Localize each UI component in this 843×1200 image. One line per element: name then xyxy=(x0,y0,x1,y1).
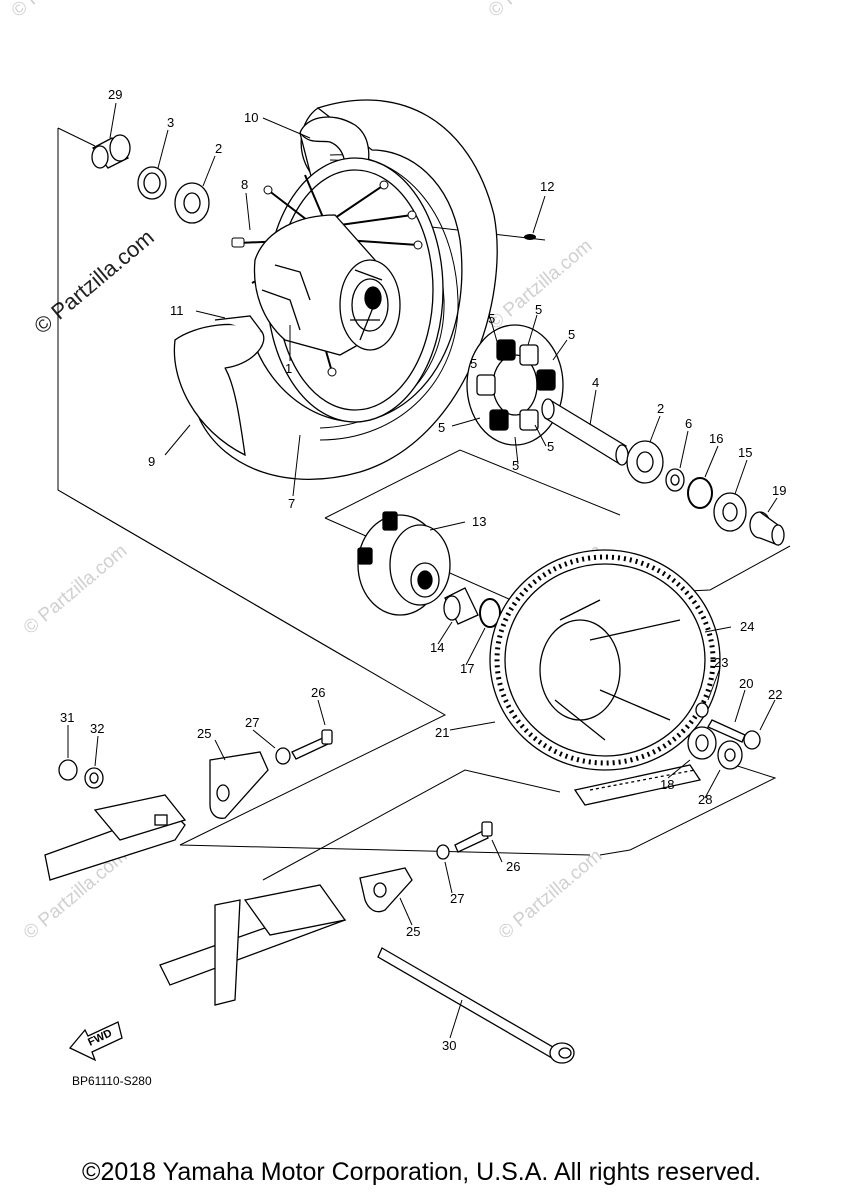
callout-17: 17 xyxy=(460,661,474,676)
callout-5: 5 xyxy=(438,420,445,435)
valve-12 xyxy=(524,234,536,240)
clutch-hub-13 xyxy=(357,511,451,616)
bolt-26-top xyxy=(291,729,333,760)
callout-22: 22 xyxy=(768,687,782,702)
leader-lines xyxy=(67,102,778,1039)
bearing-15 xyxy=(713,492,747,532)
rear-pulley-21 xyxy=(489,549,721,771)
callout-26: 26 xyxy=(506,859,520,874)
collar-4 xyxy=(541,398,629,466)
rim-band-cutaway xyxy=(173,315,265,457)
adjuster-plate-25-bottom xyxy=(359,867,413,913)
callout-23: 23 xyxy=(714,655,728,670)
nut-31 xyxy=(58,759,78,781)
wheel-hub xyxy=(253,214,401,356)
collar-28 xyxy=(717,740,743,770)
callout-5: 5 xyxy=(535,302,542,317)
watermark: © Partzilla.com xyxy=(20,540,132,638)
callout-6: 6 xyxy=(685,416,692,431)
collar-19 xyxy=(749,511,785,546)
callout-14: 14 xyxy=(430,640,444,655)
pulley-teeth xyxy=(494,554,716,766)
bolt-26-bottom xyxy=(454,821,493,853)
oil-seal-3 xyxy=(137,166,167,200)
watermark: © Partzilla.com xyxy=(8,0,120,22)
callout-16: 16 xyxy=(709,431,723,446)
callout-30: 30 xyxy=(442,1038,456,1053)
adjuster-plate-25-top xyxy=(209,751,269,819)
left-collar-29 xyxy=(91,134,131,169)
callout-labels: 29 3 2 8 10 12 11 1 9 7 4 2 6 16 15 19 5… xyxy=(60,87,786,1053)
callout-26: 26 xyxy=(311,685,325,700)
bearing-14 xyxy=(443,587,479,625)
circlip-17 xyxy=(479,598,501,628)
spoke-nipples xyxy=(231,180,423,377)
hub-damper-5 xyxy=(466,324,564,446)
callout-7: 7 xyxy=(288,496,295,511)
callout-10: 10 xyxy=(244,110,258,125)
callout-9: 9 xyxy=(148,454,155,469)
watermark-main: © Partzilla.com xyxy=(29,224,159,338)
callout-1: 1 xyxy=(285,361,292,376)
nut-22 xyxy=(743,730,761,750)
copyright-notice: ©2018 Yamaha Motor Corporation, U.S.A. A… xyxy=(82,1158,761,1186)
callout-25: 25 xyxy=(406,924,420,939)
callout-28: 28 xyxy=(698,792,712,807)
callout-29: 29 xyxy=(108,87,122,102)
callout-27: 27 xyxy=(450,891,464,906)
callout-20: 20 xyxy=(739,676,753,691)
watermark: © Partzilla.com xyxy=(485,0,597,22)
swingarm-end-bottom xyxy=(159,884,347,1006)
swingarm-end-top xyxy=(44,794,187,881)
bearing-2-left xyxy=(174,182,210,224)
callout-4: 4 xyxy=(592,375,599,390)
bearing-2-right xyxy=(626,440,664,484)
nut-27-top xyxy=(275,747,291,765)
callout-31: 31 xyxy=(60,710,74,725)
callout-12: 12 xyxy=(540,179,554,194)
callout-11: 11 xyxy=(170,303,184,318)
washer-32 xyxy=(84,767,104,789)
callout-25: 25 xyxy=(197,726,211,741)
callout-3: 3 xyxy=(167,115,174,130)
callout-21: 21 xyxy=(435,725,449,740)
drive-belt-24 xyxy=(573,764,702,806)
callout-15: 15 xyxy=(738,445,752,460)
watermark: © Partzilla.com xyxy=(485,235,597,333)
bearing-18 xyxy=(687,726,717,760)
callout-8: 8 xyxy=(241,177,248,192)
callout-13: 13 xyxy=(472,514,486,529)
callout-5: 5 xyxy=(488,311,495,326)
callout-18: 18 xyxy=(660,777,674,792)
washer-23 xyxy=(695,702,709,718)
nut-27-bottom xyxy=(436,844,450,860)
spacer-6 xyxy=(665,468,685,492)
axle-30 xyxy=(377,947,575,1064)
callout-5: 5 xyxy=(547,439,554,454)
bolt-20 xyxy=(707,719,746,743)
callout-27: 27 xyxy=(245,715,259,730)
diagram-code: BP61110-S280 xyxy=(72,1074,152,1088)
callout-24: 24 xyxy=(740,619,754,634)
callout-5: 5 xyxy=(470,356,477,371)
circlip-16 xyxy=(687,477,713,509)
callout-5: 5 xyxy=(512,458,519,473)
callout-5: 5 xyxy=(568,327,575,342)
callout-32: 32 xyxy=(90,721,104,736)
callout-19: 19 xyxy=(772,483,786,498)
callout-2: 2 xyxy=(215,141,222,156)
fwd-arrow-icon: FWD xyxy=(68,1021,123,1062)
callout-2: 2 xyxy=(657,401,664,416)
